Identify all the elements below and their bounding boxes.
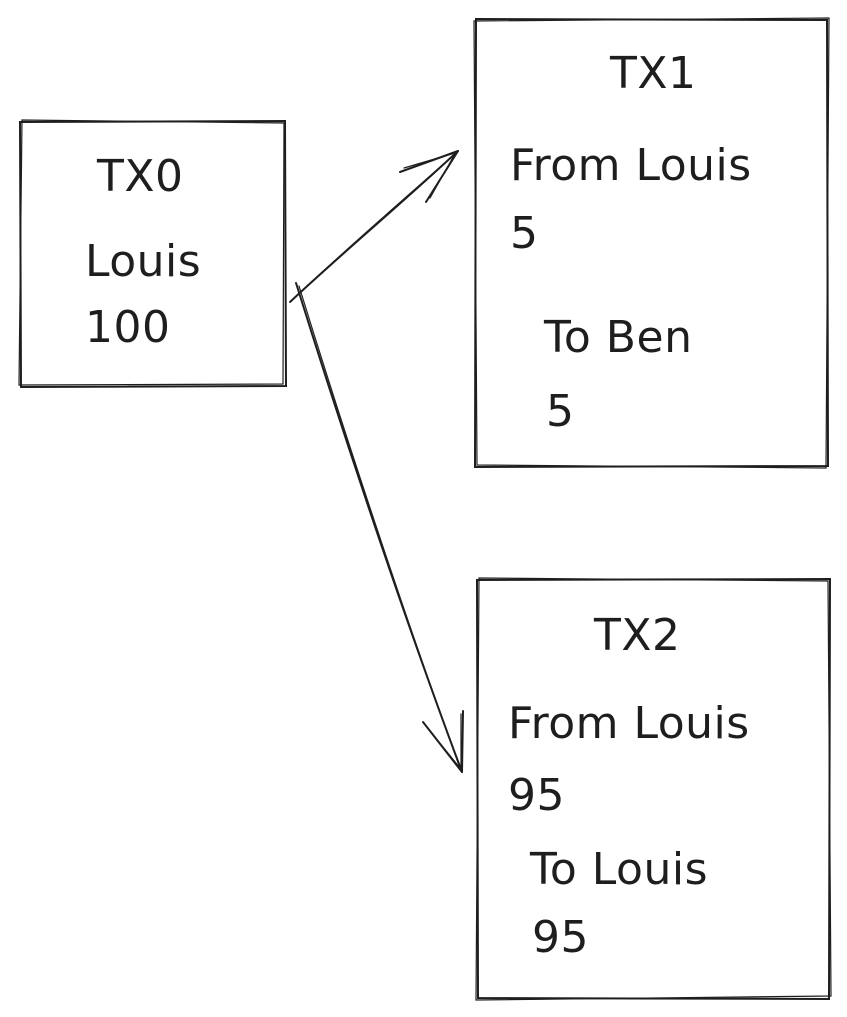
tx1-to-amount: 5 bbox=[546, 386, 575, 437]
arrow-line-tx0-tx1 bbox=[289, 150, 459, 303]
edge-tx0-tx1 bbox=[289, 150, 459, 303]
arrowhead-tx0-tx2 bbox=[422, 710, 464, 773]
tx0-frame bbox=[18, 119, 288, 389]
tx1-box: TX1 From Louis 5 To Ben 5 bbox=[473, 17, 830, 469]
tx1-to-label: To Ben bbox=[544, 312, 693, 363]
arrowhead-tx0-tx1 bbox=[399, 150, 459, 203]
tx2-box: TX2 From Louis 95 To Louis 95 bbox=[475, 577, 832, 1001]
tx1-title: TX1 bbox=[610, 48, 697, 99]
tx1-from-label: From Louis bbox=[510, 140, 752, 191]
tx0-amount: 100 bbox=[85, 302, 171, 353]
tx1-frame bbox=[473, 17, 830, 469]
tx1-from-amount: 5 bbox=[510, 208, 539, 259]
arrow-line-tx0-tx2 bbox=[295, 282, 463, 773]
edge-tx0-tx2 bbox=[295, 282, 464, 773]
tx0-title: TX0 bbox=[97, 151, 184, 202]
tx0-box: TX0 Louis 100 bbox=[18, 119, 288, 389]
tx0-owner: Louis bbox=[85, 236, 202, 287]
tx2-to-amount: 95 bbox=[532, 912, 589, 963]
tx2-frame bbox=[475, 577, 832, 1001]
tx2-from-amount: 95 bbox=[508, 770, 565, 821]
tx2-to-label: To Louis bbox=[530, 844, 709, 895]
tx2-from-label: From Louis bbox=[508, 698, 750, 749]
tx2-title: TX2 bbox=[594, 610, 681, 661]
